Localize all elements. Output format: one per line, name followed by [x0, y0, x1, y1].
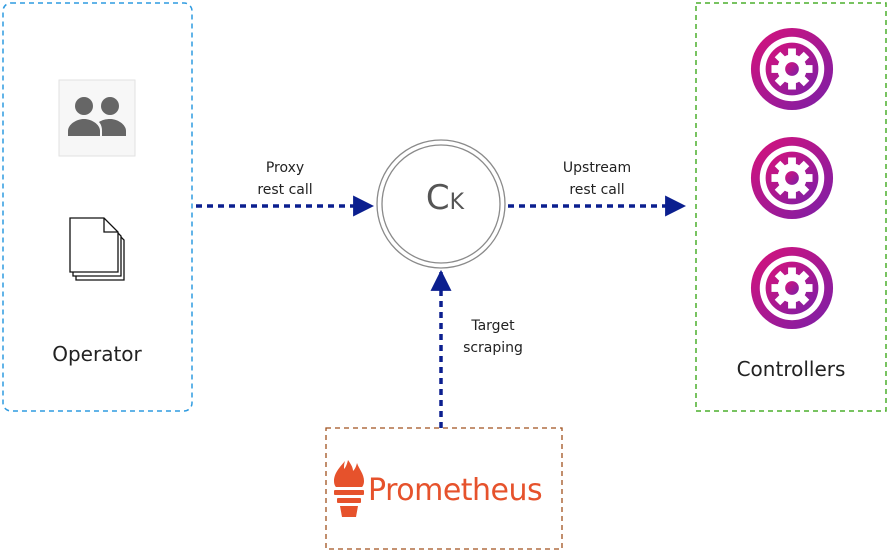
proxy-edge-label: Proxy rest call: [225, 157, 345, 201]
proxy-label-line1: Proxy: [265, 160, 305, 176]
controllers-label: Controllers: [736, 357, 846, 381]
ck-letter-c: C: [425, 178, 450, 218]
controllers-group-box: [695, 2, 887, 412]
upstream-label-line2: rest call: [569, 182, 625, 198]
prometheus-torch-icon: [334, 460, 364, 517]
scrape-edge-label: Target scraping: [433, 315, 553, 359]
scrape-label-line2: scraping: [463, 340, 523, 356]
operator-group-box: [2, 2, 193, 412]
upstream-label-line1: Upstream: [562, 160, 632, 176]
controller-gear-icon-2: [750, 136, 834, 220]
proxy-label-line2: rest call: [257, 182, 313, 198]
users-icon: [58, 79, 136, 157]
controller-gear-icon-1: [750, 27, 834, 111]
operator-label: Operator: [52, 342, 142, 366]
ck-hub-logo: CK: [410, 178, 480, 218]
controller-gear-icon-3: [750, 246, 834, 330]
upstream-edge-label: Upstream rest call: [537, 157, 657, 201]
ck-letter-k: K: [449, 190, 465, 215]
ck-hub: [376, 139, 506, 269]
scrape-label-line1: Target: [471, 318, 515, 334]
documents-icon: [69, 217, 125, 281]
prometheus-group-box: [325, 427, 563, 550]
prometheus-label: Prometheus: [368, 473, 543, 508]
